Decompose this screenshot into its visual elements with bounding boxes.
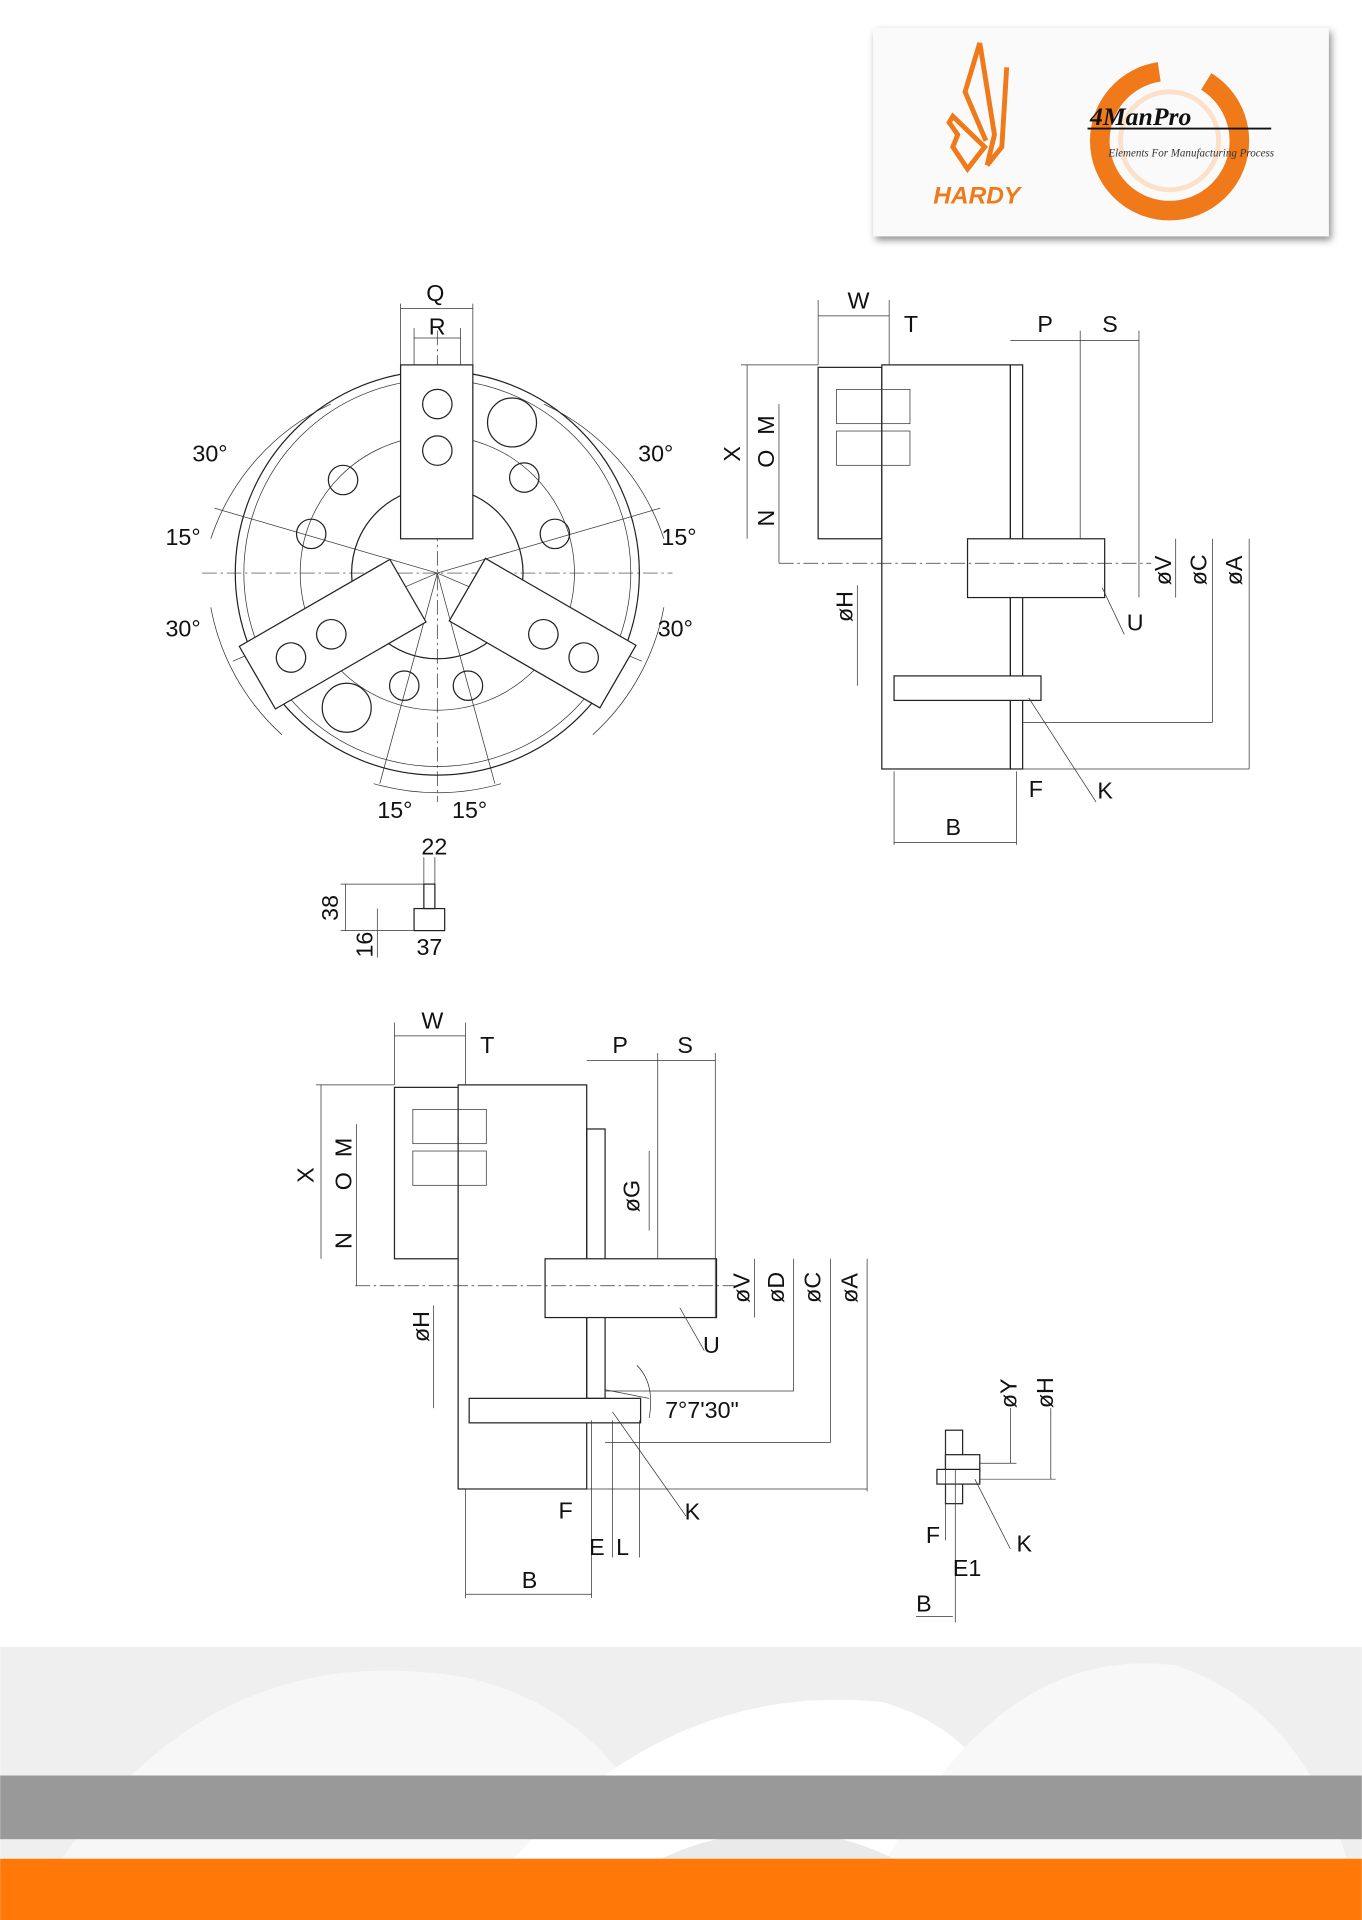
dim-O: O <box>753 450 779 468</box>
dim-G: øG <box>618 1180 644 1212</box>
dim-W: W <box>421 1008 443 1034</box>
dim-S: S <box>677 1032 693 1058</box>
angle-15-right: 15° <box>661 524 696 550</box>
front-view: Q R 30° 15° 30° 30° 15° 30° 15° 15° <box>165 280 696 823</box>
orange-band <box>0 1858 1362 1920</box>
footer-background <box>0 1646 1362 1920</box>
dim-B: B <box>916 1590 932 1616</box>
hardy-brand: HARDY <box>933 182 1023 209</box>
dim-K: K <box>1017 1530 1033 1556</box>
dim-S: S <box>1102 311 1118 337</box>
dim-E: E <box>589 1534 605 1560</box>
dim-U: U <box>1127 610 1144 636</box>
dim-U: U <box>703 1332 720 1358</box>
dim-T: T <box>480 1032 494 1058</box>
dim-F: F <box>559 1497 573 1523</box>
dim-22: 22 <box>421 834 447 860</box>
dim-N: N <box>753 510 779 527</box>
dim-38: 38 <box>317 895 343 921</box>
dim-P: P <box>612 1032 628 1058</box>
dim-37: 37 <box>417 934 443 960</box>
dim-O: O <box>331 1172 357 1190</box>
dim-A: øA <box>836 1273 862 1303</box>
dim-M: M <box>753 415 779 434</box>
dim-C: øC <box>800 1272 826 1303</box>
angle-30-top-right: 30° <box>638 441 673 467</box>
manpro-tagline: Elements For Manufacturing Process <box>1107 148 1274 160</box>
angle-15-left: 15° <box>165 524 200 550</box>
angle-30-bottom-left: 30° <box>165 616 200 642</box>
dim-W: W <box>848 288 870 314</box>
dim-L: L <box>616 1534 629 1560</box>
dim-D: øD <box>763 1272 789 1303</box>
dim-R: R <box>429 313 446 339</box>
angle-30-bottom-right: 30° <box>658 616 693 642</box>
detail-3: øY øH F K E1 B <box>916 1377 1058 1623</box>
dim-H: øH <box>408 1311 434 1342</box>
dim-E1: E1 <box>953 1555 981 1581</box>
dim-V: øV <box>1150 555 1176 585</box>
dim-K: K <box>1097 777 1113 803</box>
dim-B: B <box>945 814 961 840</box>
dim-H: øH <box>1032 1377 1058 1408</box>
dim-N: N <box>331 1232 357 1249</box>
dim-F: F <box>926 1522 940 1548</box>
hardy-logo <box>946 42 1010 174</box>
dim-T: T <box>904 311 918 337</box>
gray-band <box>0 1775 1362 1840</box>
logo-box: HARDY 4ManPro Elements For Manufacturing… <box>873 28 1329 237</box>
angle-15-bottom-right: 15° <box>452 797 487 823</box>
dim-H: øH <box>831 591 857 622</box>
tnut-detail: 22 38 16 37 <box>317 834 447 960</box>
side-view-1: W T P S X M O N øH øV øC øA U F K B <box>719 288 1250 845</box>
side-view-2: W T P S X M O N øG øV øD øC øA øH U 7°7'… <box>293 1008 868 1598</box>
dim-P: P <box>1037 311 1053 337</box>
dim-B: B <box>522 1567 538 1593</box>
dim-A: øA <box>1221 555 1247 585</box>
dim-V: øV <box>729 1273 755 1303</box>
dim-Y: øY <box>996 1378 1022 1408</box>
dim-K: K <box>685 1499 701 1525</box>
dim-M: M <box>331 1138 357 1157</box>
dim-F: F <box>1029 776 1043 802</box>
angle-15-bottom-left: 15° <box>377 797 412 823</box>
angle-30-top-left: 30° <box>192 441 227 467</box>
dim-C: øC <box>1185 554 1211 585</box>
manpro-logo <box>1089 61 1250 221</box>
dim-X: X <box>293 1167 319 1183</box>
taper-angle: 7°7'30" <box>665 1397 739 1423</box>
manpro-brand: 4ManPro <box>1089 102 1191 131</box>
dim-16: 16 <box>351 932 377 958</box>
dim-Q: Q <box>426 280 444 306</box>
dim-X: X <box>719 446 745 462</box>
